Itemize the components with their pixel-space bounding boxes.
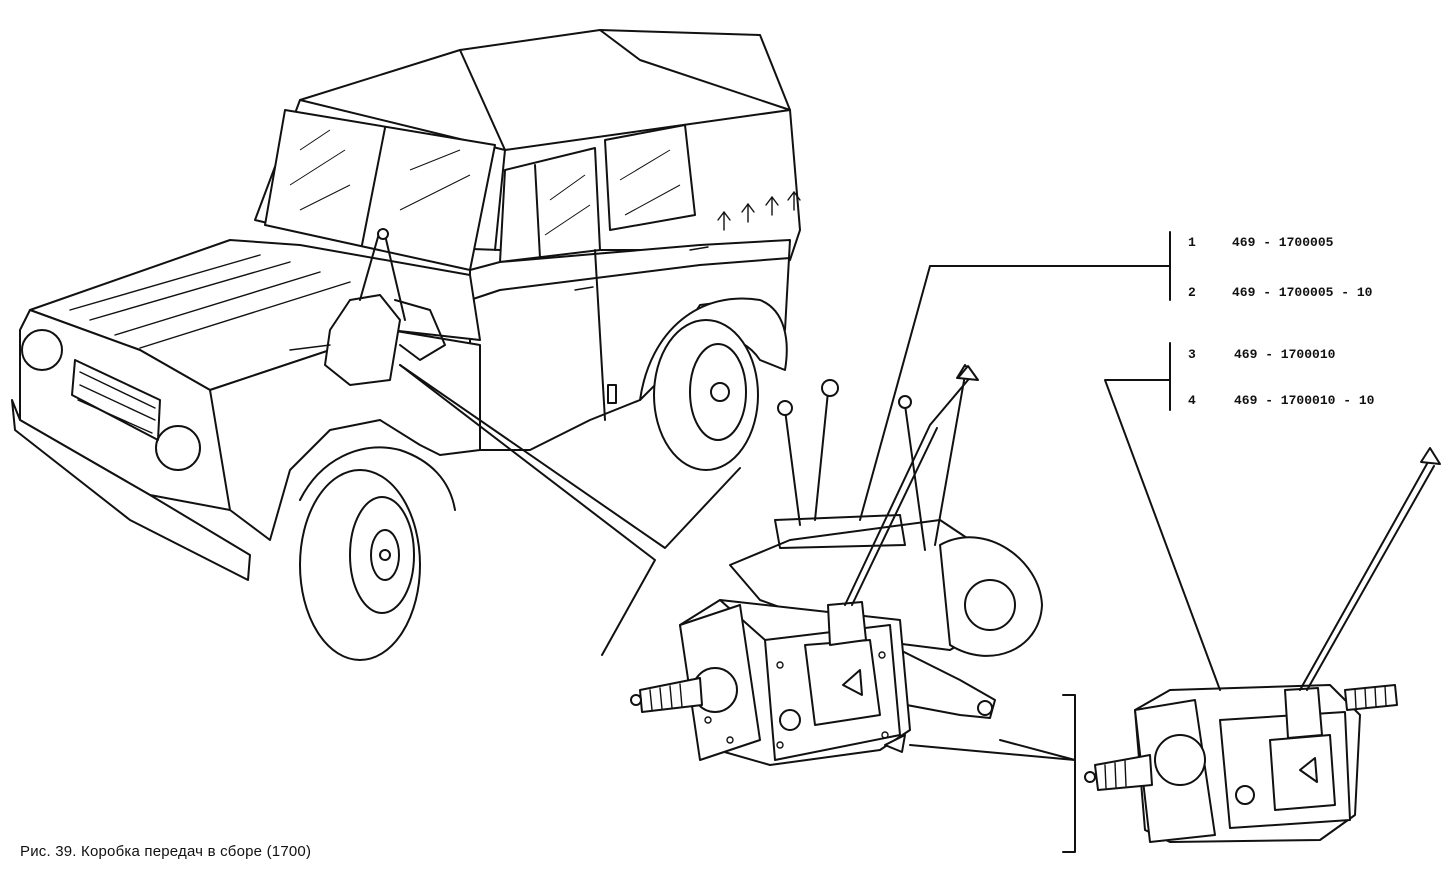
leader-line-vehicle [399,364,741,549]
gearbox-assembly-illustration [630,364,1043,766]
part-2-number: 2 [1188,285,1196,300]
part-3-code: 469 - 1700010 [1234,347,1336,362]
part-3-number: 3 [1188,347,1196,362]
part-4-code: 469 - 1700010 - 10 [1234,393,1375,408]
part-1-number: 1 [1188,235,1196,250]
part-1-code: 469 - 1700005 [1232,235,1334,250]
part-4-number: 4 [1188,393,1196,408]
gearbox-variant-illustration [1084,447,1441,843]
part-2-code: 469 - 1700005 - 10 [1232,285,1373,300]
vehicle-illustration [11,29,801,661]
callout-lines [859,231,1221,853]
figure-caption: Рис. 39. Коробка передач в сборе (1700) [20,843,312,860]
parts-list: 1 469 - 1700005 2 469 - 1700005 - 10 3 4… [1188,235,1375,408]
